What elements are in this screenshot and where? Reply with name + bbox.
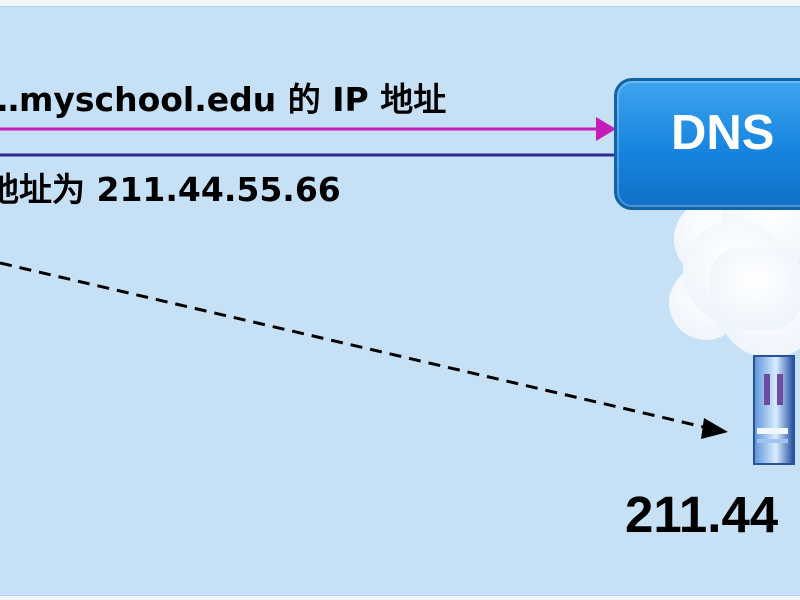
dashed-arrow-head (701, 418, 728, 439)
query-label: …myschool.edu 的 IP 地址 (0, 80, 447, 119)
cloud-icon (669, 170, 800, 358)
reply-label: 地址为 211.44.55.66 (0, 170, 341, 209)
dns-server-box: DNS (614, 78, 800, 210)
server-icon (753, 355, 795, 465)
dashed-arrow-line (0, 261, 709, 430)
server-ip-label: 211.44 (625, 486, 779, 543)
dns-label: DNS (671, 106, 775, 160)
query-arrow-head (596, 117, 616, 141)
